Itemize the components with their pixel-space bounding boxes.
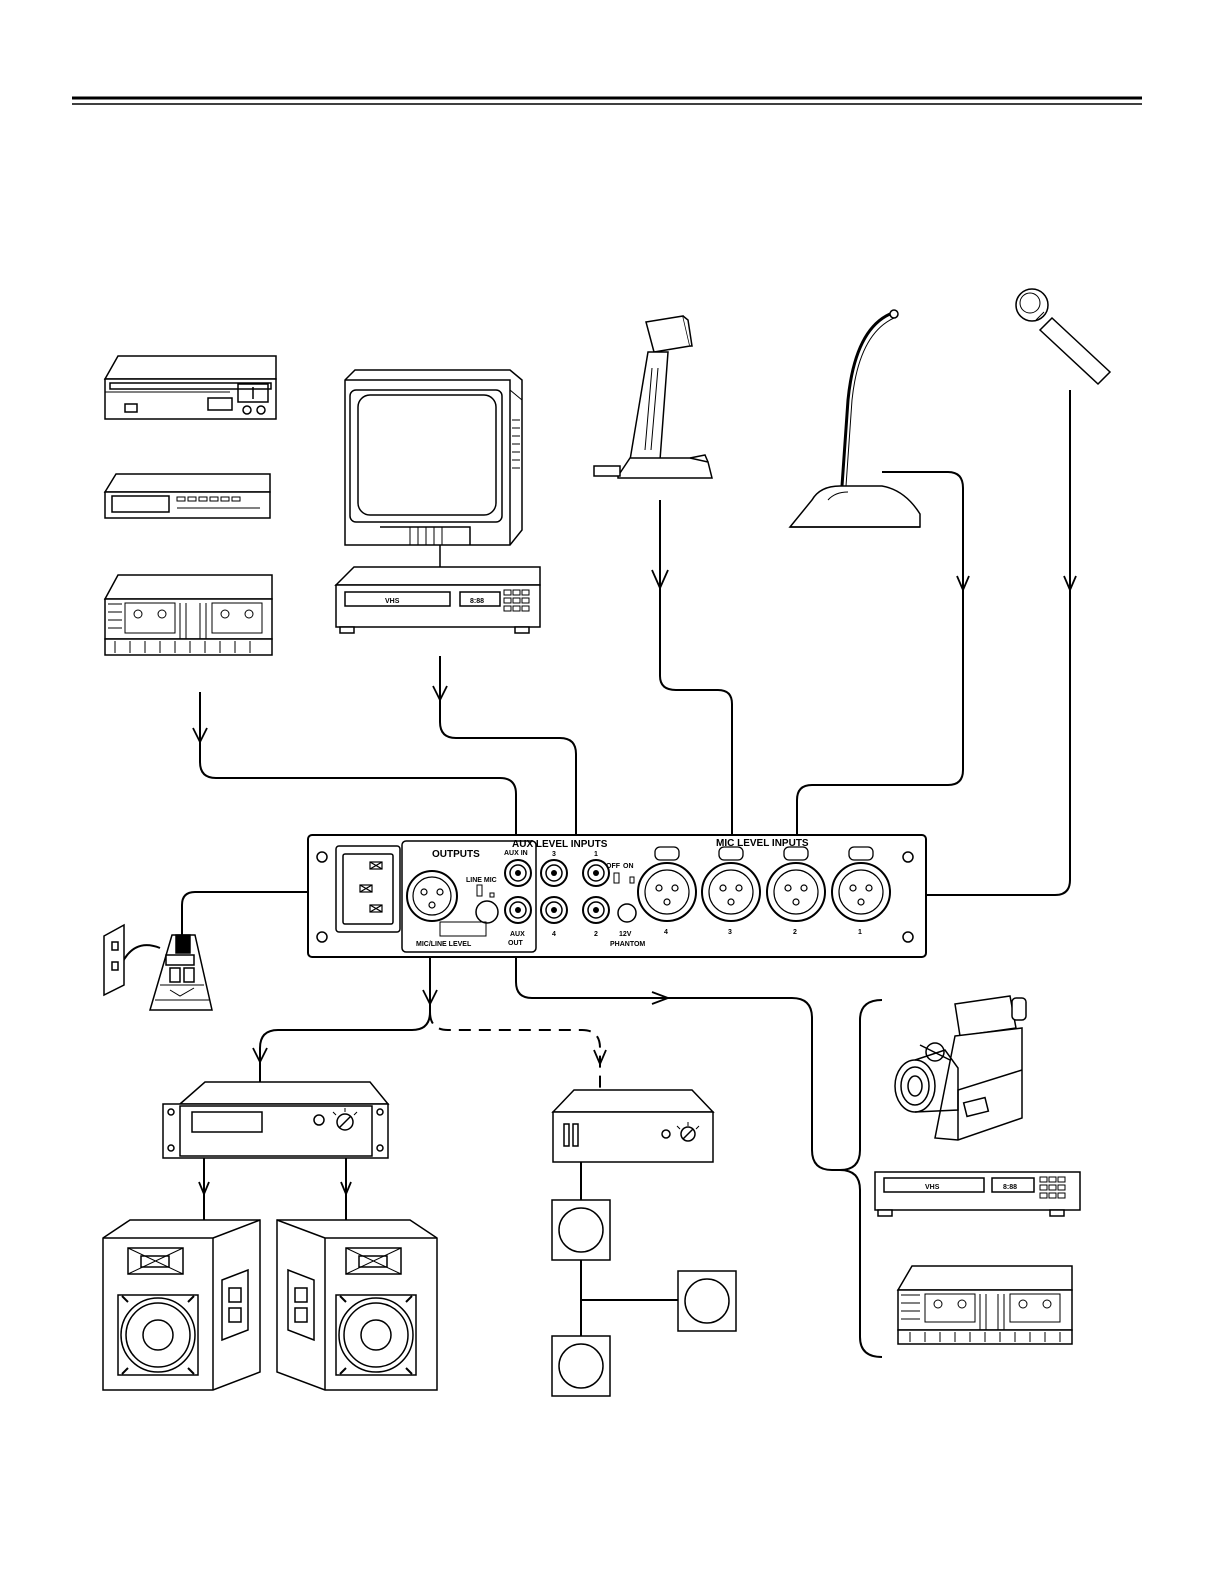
header-rule [72, 98, 1142, 104]
rear-panel: OUTPUTS LINE MIC MIC/LINE LEVEL AUX LEVE… [308, 835, 926, 957]
aux-jack-number-1: 1 [594, 851, 598, 858]
output-level-knob[interactable] [476, 901, 498, 923]
phantom-indicator [618, 904, 636, 922]
aux-out-label-bottom: OUT [508, 940, 524, 947]
cassette-deck-right [898, 1266, 1072, 1344]
aux-rca-jack-4 [541, 897, 567, 923]
phantom-volt-label: 12V [619, 931, 632, 938]
mic-input-number-3: 3 [728, 929, 732, 936]
vcr-left-badge: VHS [385, 598, 400, 605]
mic-input-number-2: 2 [793, 929, 797, 936]
gooseneck-microphone [790, 310, 920, 527]
ceiling-speakers [552, 1200, 736, 1396]
aux-jack-number-2: 2 [594, 931, 598, 938]
mic-input-number-4: 4 [664, 929, 668, 936]
mic-input-number-1: 1 [858, 929, 862, 936]
line-mic-label: LINE MIC [466, 877, 497, 884]
speaker-left [103, 1220, 260, 1390]
phantom-label: PHANTOM [610, 941, 645, 948]
handheld-microphone [1016, 289, 1110, 384]
vcr-right [875, 1172, 1080, 1216]
aux-level-inputs-label: AUX LEVEL INPUTS [512, 839, 608, 850]
cable-output-alt-dashed [430, 1012, 600, 1090]
vcr-right-clock: 8:88 [1003, 1184, 1017, 1191]
aux-rca-jack-3 [541, 860, 567, 886]
vcr-right-badge: VHS [925, 1184, 940, 1191]
ceiling-speaker [552, 1200, 610, 1260]
outputs-label: OUTPUTS [432, 849, 480, 860]
camcorder [895, 996, 1026, 1140]
power-amplifier [163, 1082, 388, 1158]
aux-jack-number-4: 4 [552, 931, 556, 938]
output-xlr-jack [407, 871, 457, 921]
cd-player [105, 356, 276, 419]
distribution-amplifier [553, 1090, 713, 1162]
television [345, 370, 522, 567]
aux-out-jack [505, 897, 531, 923]
ceiling-speaker [552, 1336, 610, 1396]
aux-jack-number-3: 3 [552, 851, 556, 858]
speaker-right [277, 1220, 437, 1390]
phantom-off-label: OFF [606, 863, 621, 870]
aux-in-jack [505, 860, 531, 886]
power-inlet [336, 846, 400, 932]
aux-rca-jack-2 [583, 897, 609, 923]
wall-outlet [104, 925, 124, 995]
vcr-left [336, 567, 540, 633]
aux-out-label-top: AUX [510, 931, 525, 938]
desk-microphone [594, 316, 712, 478]
cable-wall-plug [122, 945, 160, 963]
vcr-left-clock: 8:88 [470, 598, 484, 605]
tuner [105, 474, 270, 518]
mic-line-level-label: MIC/LINE LEVEL [416, 941, 472, 948]
aux-in-label: AUX IN [504, 850, 528, 857]
power-adapter [150, 935, 212, 1010]
cable-gooseneck-to-input-2 [797, 472, 963, 880]
cassette-deck-left [105, 575, 272, 655]
ceiling-speaker [678, 1271, 736, 1331]
cable-handheld-to-input-1 [877, 390, 1070, 895]
phantom-on-label: ON [623, 863, 634, 870]
cable-desk-mic-to-input-3 [660, 500, 732, 880]
